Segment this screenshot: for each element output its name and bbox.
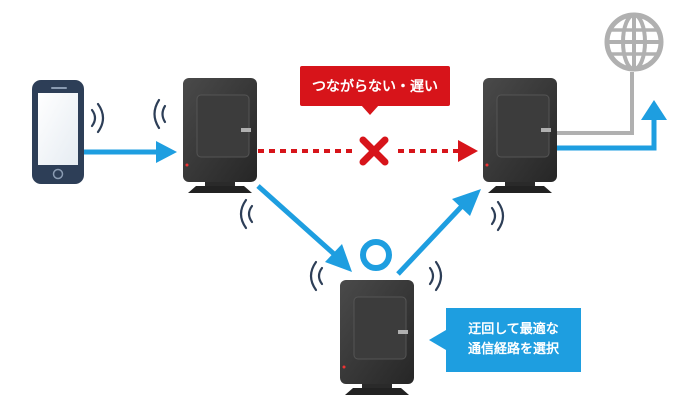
- reroute-label: 迂回して最適な 通信経路を選択: [446, 308, 581, 372]
- reroute-label-pointer: [429, 330, 446, 350]
- destination-router-icon: [483, 78, 557, 193]
- connection-failure-label: つながらない・遅い: [300, 66, 450, 106]
- cross-icon: [359, 136, 389, 166]
- wifi-signal-icon: [239, 198, 254, 230]
- internet-line: [555, 72, 634, 135]
- wifi-signal-icon: [490, 200, 505, 232]
- wifi-signal-icon: [90, 102, 105, 134]
- smartphone-icon: [32, 80, 84, 184]
- wifi-signal-icon: [153, 98, 167, 130]
- failed-link: [258, 140, 478, 162]
- wifi-signal-icon: [428, 260, 443, 292]
- relay-router-icon: [340, 280, 414, 395]
- reroute-text-line2: 通信経路を選択: [467, 342, 559, 357]
- connection-failure-label-pointer: [361, 105, 379, 115]
- uplink-arrow: [555, 100, 667, 151]
- source-to-relay-arrow: [256, 184, 352, 272]
- relay-to-destination-arrow: [396, 189, 481, 276]
- reroute-text-line1: 迂回して最適な: [468, 322, 559, 337]
- globe-icon: [604, 12, 664, 72]
- source-router-icon: [183, 78, 257, 193]
- phone-to-router-arrow: [84, 141, 177, 163]
- connection-failure-text: つながらない・遅い: [312, 79, 438, 95]
- circle-icon: [360, 239, 392, 271]
- wifi-signal-icon: [309, 260, 324, 292]
